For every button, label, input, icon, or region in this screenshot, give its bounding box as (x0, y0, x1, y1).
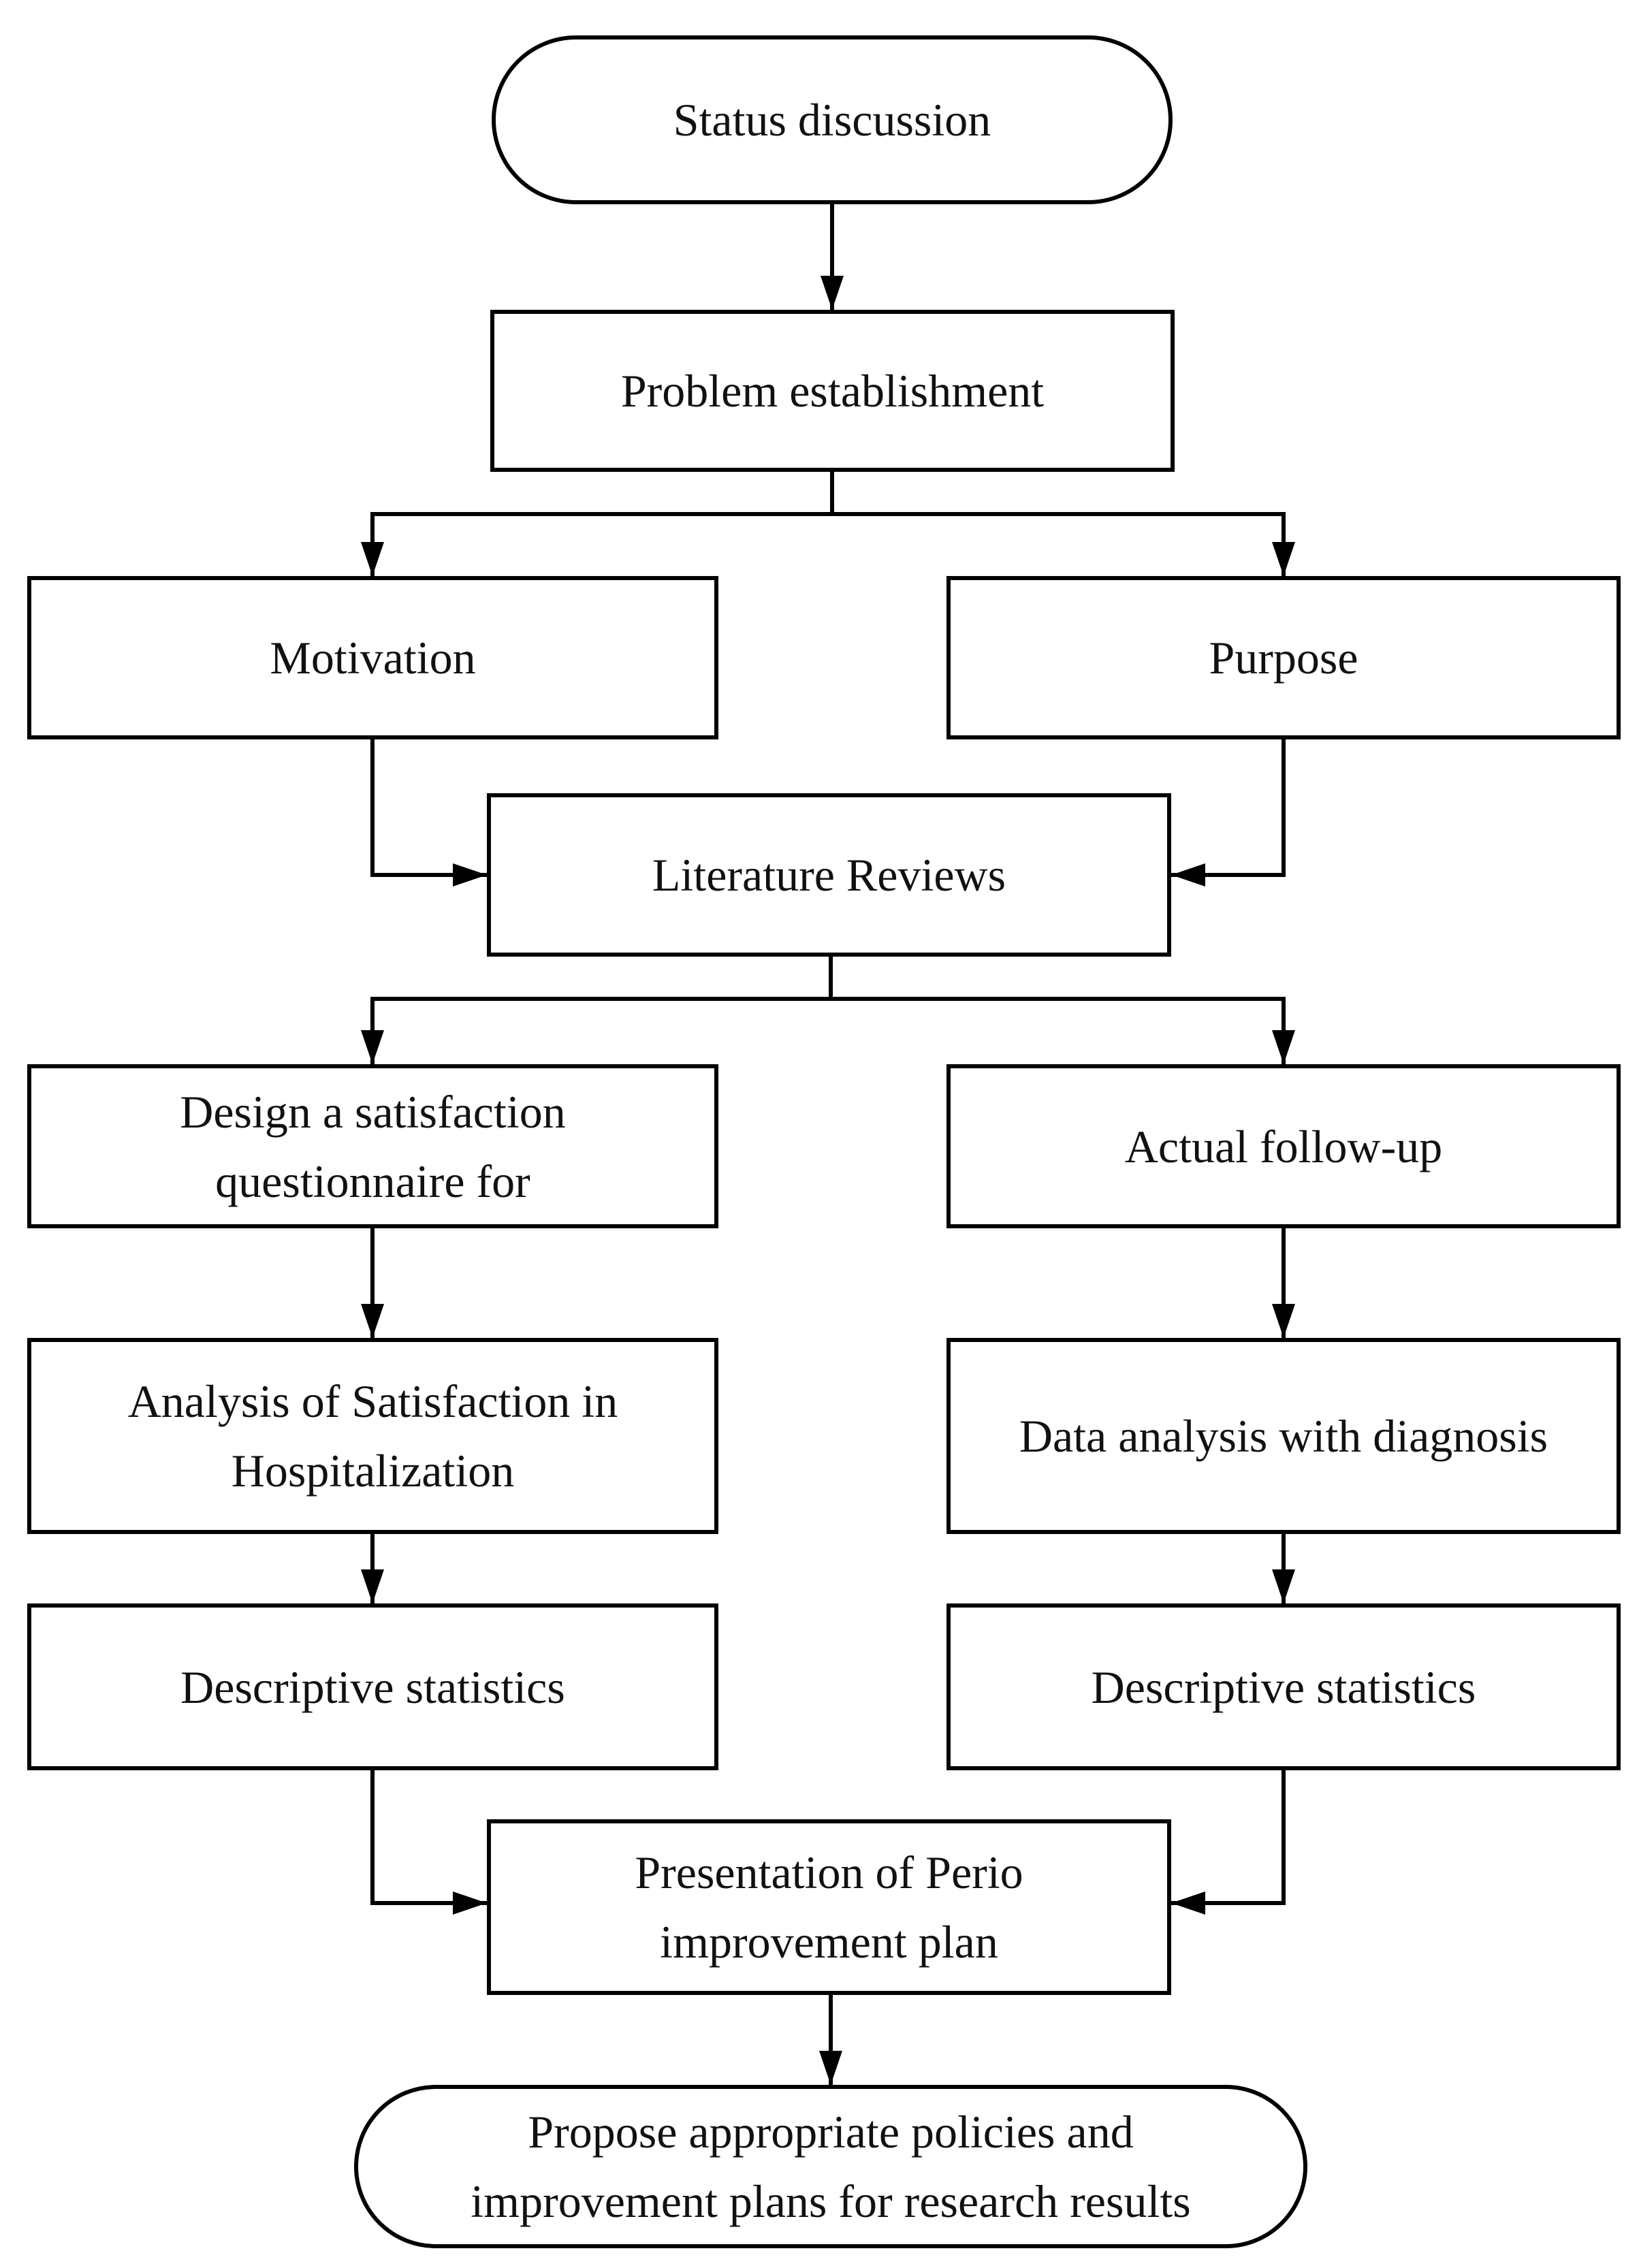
node-descriptive-statistics-left: Descriptive statistics (27, 1603, 718, 1770)
node-motivation: Motivation (27, 576, 718, 739)
edge-purpose-to-literature (1171, 739, 1286, 887)
node-problem-establishment: Problem establishment (490, 310, 1175, 472)
node-analysis-satisfaction: Analysis of Satisfaction in Hospitalizat… (27, 1338, 718, 1534)
edge-descriptive-right-to-presentation (1171, 1770, 1286, 1915)
node-design-questionnaire: Design a satisfaction questionnaire for (27, 1064, 718, 1228)
node-presentation-plan: Presentation of Perio improvement plan (487, 1819, 1171, 1995)
edge-descriptive-left-to-presentation (370, 1770, 487, 1915)
node-literature-reviews: Literature Reviews (487, 793, 1171, 957)
node-purpose: Purpose (946, 576, 1621, 739)
node-actual-follow-up: Actual follow-up (946, 1064, 1621, 1228)
node-data-analysis: Data analysis with diagnosis (946, 1338, 1621, 1534)
node-status-discussion: Status discussion (492, 35, 1173, 204)
node-propose-policies: Propose appropriate policies and improve… (354, 2085, 1307, 2248)
edge-motivation-to-literature (370, 739, 487, 887)
node-descriptive-statistics-right: Descriptive statistics (946, 1603, 1621, 1770)
